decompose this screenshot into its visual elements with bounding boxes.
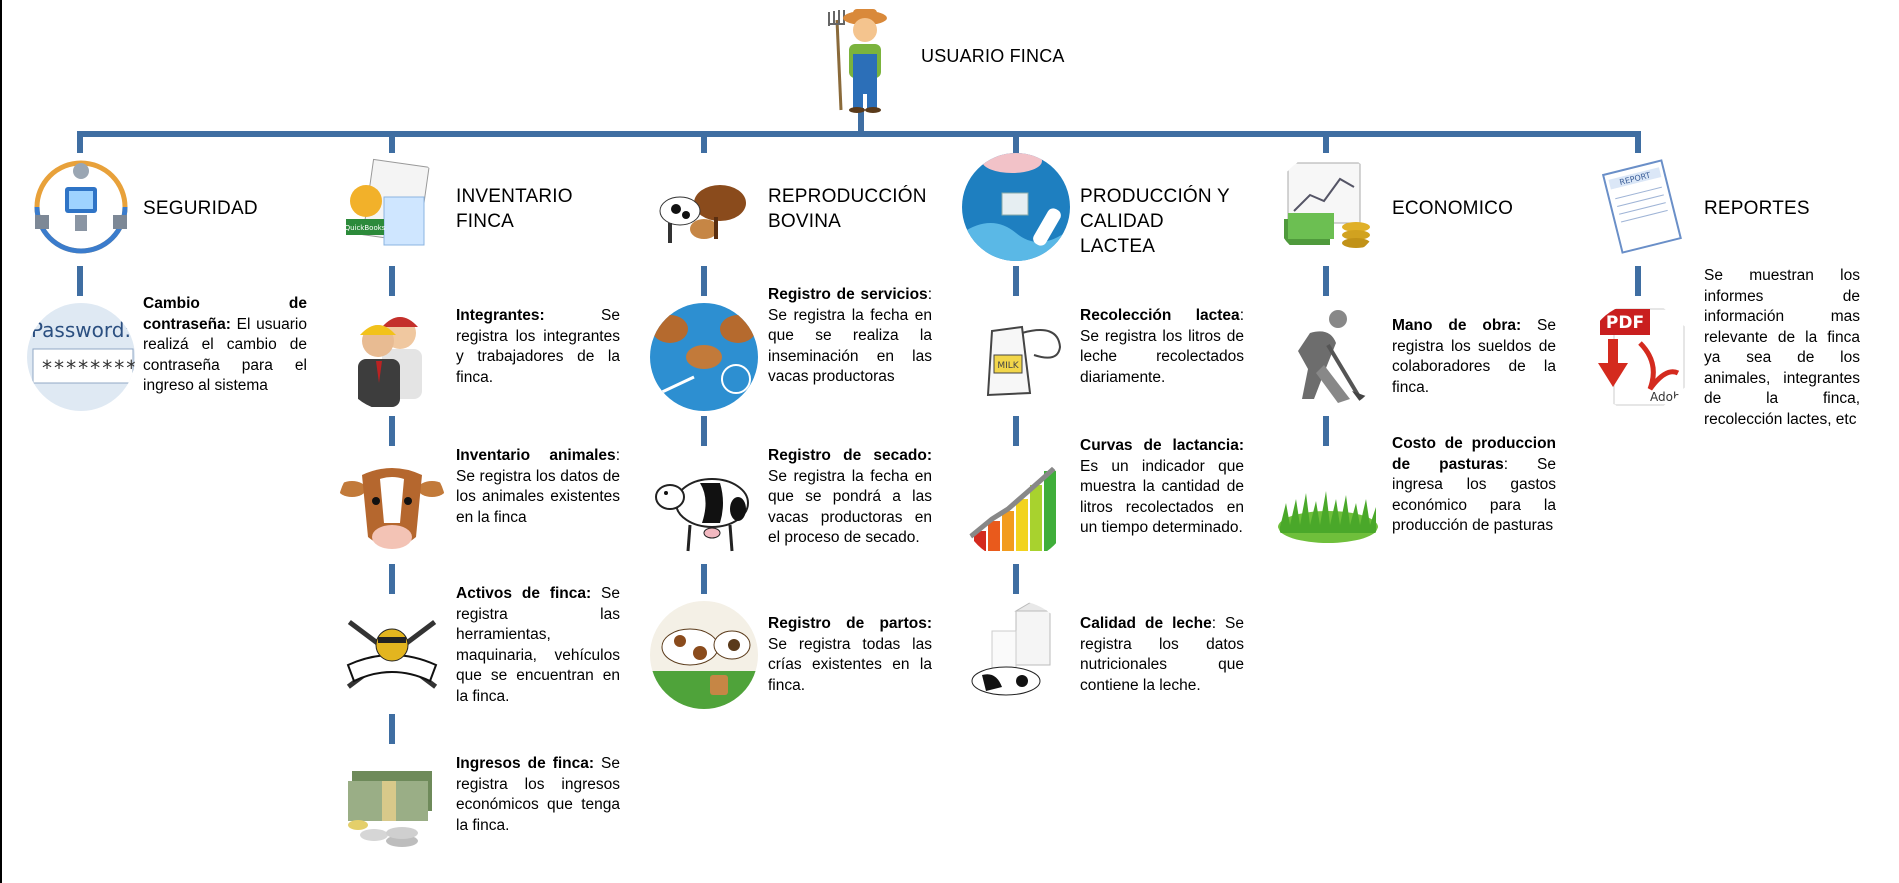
link-4-c [1013, 564, 1019, 594]
branch-label-seguridad: SEGURIDAD [143, 198, 258, 219]
drop-branch-4 [1013, 131, 1019, 153]
milk-jug-icon: MILK [962, 303, 1070, 411]
svg-text:QuickBooks: QuickBooks [345, 224, 386, 232]
security-network-icon [27, 153, 135, 261]
svg-text:********: ******** [41, 356, 135, 380]
item-description: Activos de finca: Se registra las herram… [456, 585, 621, 705]
link-6-a [1635, 266, 1641, 296]
svg-text:MILK: MILK [997, 361, 1019, 371]
item-description: Costo de produccion de pasturas: Se ingr… [1392, 435, 1556, 534]
finance-icon [1274, 153, 1382, 261]
link-5-b [1323, 416, 1329, 446]
link-2-a [389, 266, 395, 296]
root-stem [858, 108, 864, 132]
drop-branch-2 [389, 131, 395, 153]
worker-shovel-icon [1274, 303, 1382, 411]
reportes-description: Se muestran los informes de información … [1704, 267, 1860, 428]
drop-branch-6 [1635, 131, 1641, 153]
branch-label-reportes: REPORTES [1704, 198, 1810, 219]
item-description: Ingresos de finca: Se registra los ingre… [456, 755, 620, 834]
link-3-c [701, 564, 707, 594]
dairy-cow-icon [650, 453, 758, 561]
item-description: Calidad de leche: Se registra los datos … [1080, 615, 1244, 694]
svg-text:Password:: Password: [31, 318, 131, 342]
item-description: Cambio de contraseña: El usuario realizá… [143, 295, 307, 394]
link-3-b [701, 416, 707, 446]
svg-text:Adob: Adob [1650, 390, 1681, 404]
drop-branch-1 [77, 131, 83, 153]
milking-icon [962, 153, 1070, 261]
drop-branch-3 [701, 131, 707, 153]
link-5-a [1323, 266, 1329, 296]
branch-label-economico: ECONOMICO [1392, 198, 1514, 219]
item-description: Inventario animales: Se registra los dat… [456, 447, 620, 526]
pdf-icon: PDF Adob [1586, 303, 1694, 411]
item-description: Registro de servicios: Se registra la fe… [768, 286, 932, 385]
root-title: USUARIO FINCA [921, 46, 1065, 66]
item-description: Mano de obra: Se registra los sueldos de… [1392, 317, 1557, 396]
milk-quality-icon [962, 601, 1070, 709]
inventory-icon: QuickBooks [338, 153, 446, 261]
branch-label-produccion: PRODUCCIÓN Y CALIDAD LACTEA [1080, 186, 1230, 257]
farmer-icon [828, 9, 887, 113]
left-border [0, 0, 2, 883]
item-description: Registro de partos: Se registra todas la… [768, 615, 932, 694]
password-icon: Password: ******** [27, 303, 135, 411]
link-2-d [389, 714, 395, 744]
drop-branch-5 [1323, 131, 1329, 153]
branch-label-inventario: INVENTARIO FINCA [456, 186, 573, 232]
svg-text:PDF: PDF [1606, 313, 1644, 333]
link-1-a [77, 266, 83, 296]
tools-emblem-icon [338, 601, 446, 709]
link-4-b [1013, 416, 1019, 446]
link-3-a [701, 266, 707, 296]
main-horizontal-bar [77, 131, 1635, 137]
calving-icon [650, 601, 758, 709]
item-description: Integrantes: Se registra los integrantes… [456, 307, 620, 386]
insemination-icon [650, 303, 758, 411]
item-description: Recolección lactea: Se registra los litr… [1080, 307, 1244, 386]
item-description: Curvas de lactancia: Es un indicador que… [1080, 437, 1244, 536]
cattle-group-icon [650, 153, 758, 261]
growth-chart-icon [962, 453, 1070, 561]
cow-head-icon [338, 453, 446, 561]
link-2-c [389, 564, 395, 594]
item-description: Registro de secado: Se registra la fecha… [768, 447, 932, 546]
link-2-b [389, 416, 395, 446]
money-coins-icon [338, 751, 446, 859]
workers-icon [338, 303, 446, 411]
branch-label-reproduccion: REPRODUCCIÓN BOVINA [768, 186, 927, 232]
link-4-a [1013, 266, 1019, 296]
report-icon: REPORT [1586, 153, 1694, 261]
grass-icon [1274, 453, 1382, 561]
